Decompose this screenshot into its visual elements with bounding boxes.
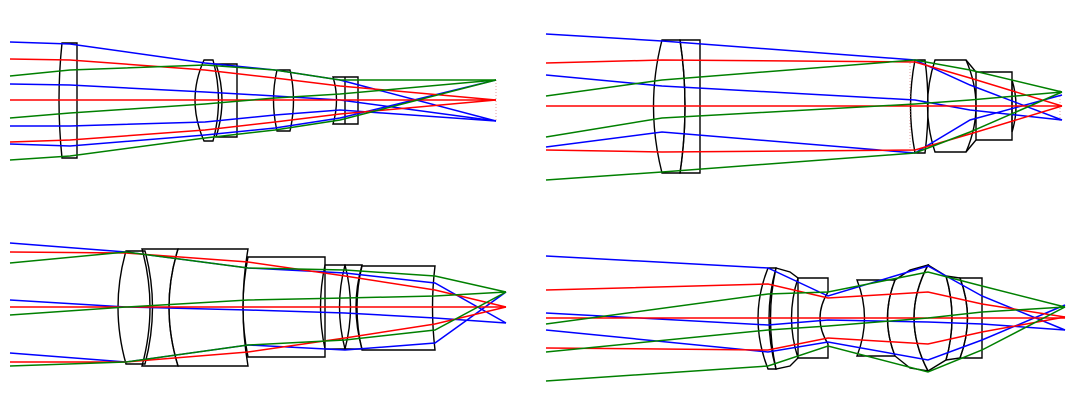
ray-blue [9,291,507,363]
ray-blue [9,242,507,324]
panel-top-right-lens-layout [545,33,1063,181]
lens-element [356,265,436,351]
lens-elements [117,248,436,367]
lens-element [1011,79,1017,133]
ray-green [9,251,507,293]
ray-blue [545,312,1066,331]
ray-blue [9,41,497,122]
ray-blue [545,255,1066,331]
lens-element [194,59,220,142]
ray-red [545,283,1066,318]
ray-green [545,59,1063,97]
lens-element [272,69,295,132]
ray-green [9,79,497,119]
ray-red [9,99,497,143]
ray-red [9,58,497,101]
ray-green [9,291,507,367]
panel-top-left-lens-layout [9,41,497,161]
ray-green [545,271,1066,325]
ray-red [545,105,1063,153]
ray-blue [9,79,497,147]
lens-element [242,256,326,358]
ray-red [9,251,507,308]
panel-bottom-left-lens-layout [9,242,507,367]
ray-blue [9,299,507,324]
ray-green [545,306,1066,353]
ray-blue [545,304,1066,361]
ray-blue [9,83,497,122]
ray-red [10,306,507,363]
lens-element [958,277,983,359]
ray-blue [545,74,1063,121]
lens-element [909,59,929,154]
panel-bottom-right-lens-layout [545,255,1066,382]
lens-element [215,63,238,138]
lens-element [117,250,154,365]
ray-green [9,291,507,316]
ray-blue [545,33,1063,121]
ray-green [9,64,496,81]
ray-red [545,316,1066,351]
ray-green [545,91,1063,138]
ray-green [9,79,497,161]
ray-green [545,91,1063,181]
lens-elements [757,263,983,372]
ray-red [545,59,1063,107]
ray-green [545,306,1066,382]
lens-element [332,76,359,125]
lens-element [790,277,829,359]
